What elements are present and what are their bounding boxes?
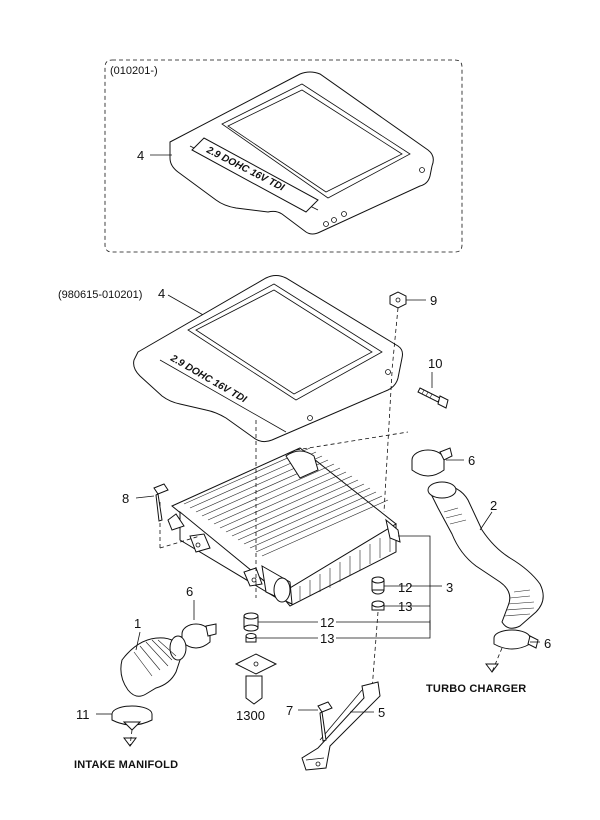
callout-1300: 1300 xyxy=(236,708,265,723)
intercooler-core xyxy=(167,447,401,607)
part-13-spacer-left xyxy=(245,633,257,643)
part-12-grommet-left xyxy=(243,612,259,632)
callout-7: 7 xyxy=(286,703,293,718)
variant-label-top: (010201-) xyxy=(110,65,158,77)
part-6-clamp-upper xyxy=(411,447,453,477)
intake-manifold-label: INTAKE MANIFOLD xyxy=(74,759,178,771)
part-5-bracket xyxy=(301,681,381,771)
callout-12-left: 12 xyxy=(320,615,334,630)
engine-cover-bottom: 2.9 DOHC 16V TDI xyxy=(133,275,403,443)
callout-8: 8 xyxy=(122,491,129,506)
part-1300-bracket xyxy=(234,653,278,705)
part-6-clamp-lower-left xyxy=(181,623,217,649)
callout-9: 9 xyxy=(430,293,437,308)
callout-4-top: 4 xyxy=(137,148,144,163)
callout-3: 3 xyxy=(446,580,453,595)
turbo-charger-label: TURBO CHARGER xyxy=(426,683,526,695)
variant-label-bottom: (980615-010201) xyxy=(58,289,142,301)
callout-13-left: 13 xyxy=(320,631,334,646)
part-6-clamp-lower-right xyxy=(493,629,539,650)
callout-4-bottom: 4 xyxy=(158,286,165,301)
callout-12-right: 12 xyxy=(398,580,412,595)
part-9-nut xyxy=(389,291,407,309)
callout-2: 2 xyxy=(490,498,497,513)
callout-6-upper: 6 xyxy=(468,453,475,468)
callout-6-lower-right: 6 xyxy=(544,636,551,651)
variant-box-top: (010201-) xyxy=(104,59,463,253)
part-2-hose xyxy=(427,481,544,629)
part-7-bolt xyxy=(317,701,333,742)
callout-5: 5 xyxy=(378,705,385,720)
part-10-bolt xyxy=(417,387,449,409)
callout-13-right: 13 xyxy=(398,599,412,614)
callout-1: 1 xyxy=(134,616,141,631)
part-13-spacer-right xyxy=(371,600,385,611)
part-11-clamp xyxy=(111,705,153,731)
callout-11: 11 xyxy=(76,707,90,722)
callout-6-lower-left: 6 xyxy=(186,584,193,599)
engine-cover-top: 2.9 DOHC 16V TDI xyxy=(169,71,434,235)
part-8-bolt xyxy=(153,483,169,522)
callout-10: 10 xyxy=(428,356,442,371)
part-12-grommet-right xyxy=(371,576,385,595)
part-1-hose xyxy=(120,635,187,697)
